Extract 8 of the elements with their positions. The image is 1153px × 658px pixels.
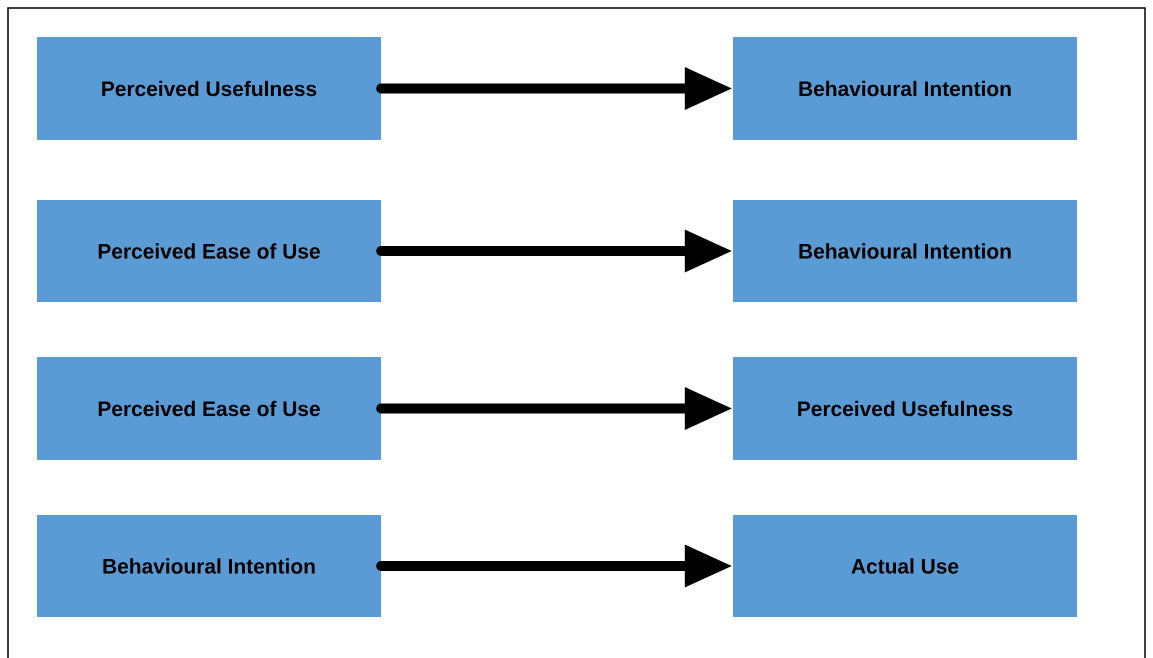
concept-box: Perceived Ease of Use bbox=[37, 357, 381, 460]
concept-box: Behavioural Intention bbox=[37, 515, 381, 617]
concept-box: Actual Use bbox=[733, 515, 1077, 617]
concept-box: Perceived Ease of Use bbox=[37, 200, 381, 302]
concept-box: Behavioural Intention bbox=[733, 200, 1077, 302]
concept-box: Perceived Usefulness bbox=[733, 357, 1077, 460]
concept-box: Perceived Usefulness bbox=[37, 37, 381, 140]
concept-box: Behavioural Intention bbox=[733, 37, 1077, 140]
